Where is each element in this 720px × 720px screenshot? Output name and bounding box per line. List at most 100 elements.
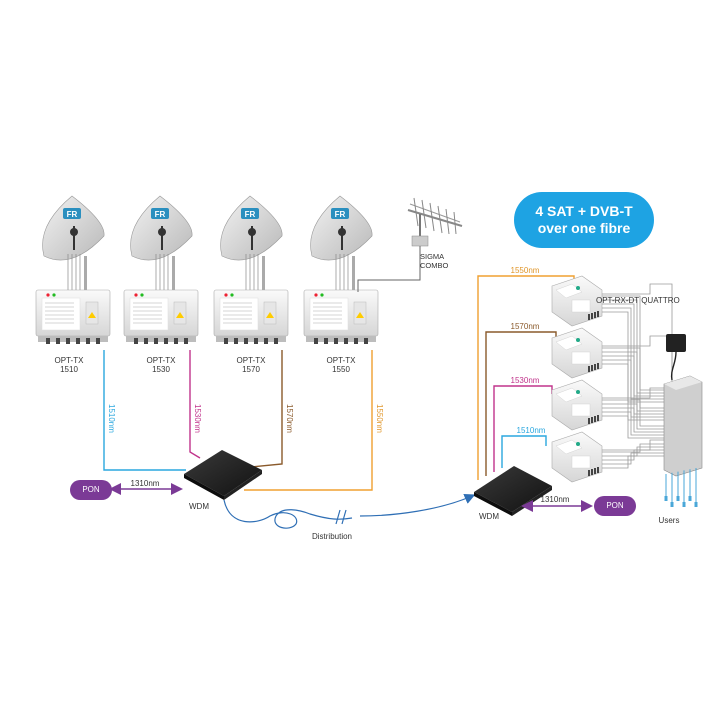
led-icon (576, 286, 580, 290)
lnb-icon (158, 228, 166, 236)
port-icon (597, 415, 599, 421)
wdm-left-label: WDM (189, 502, 209, 511)
port-icon (154, 338, 158, 344)
port-icon (597, 467, 599, 473)
port-icon (324, 338, 328, 344)
led-icon (576, 442, 580, 446)
user-connector-icon (694, 502, 698, 507)
rx-wavelength-1530: 1530nm (510, 376, 540, 385)
transmitter-unit: FR (213, 195, 289, 344)
multiswitch (602, 283, 703, 507)
receivers (551, 275, 603, 483)
port-icon (588, 470, 590, 476)
receiver-label: OPT-RX-DT QUATTRO (596, 296, 680, 305)
port-icon (597, 363, 599, 369)
receiver-unit (551, 327, 603, 379)
port-icon (274, 338, 278, 344)
dish-logo (241, 208, 259, 219)
port-icon (334, 338, 338, 344)
terrestrial-antenna (357, 197, 463, 292)
led-icon (46, 293, 50, 297)
rx-wavelength-1550: 1550nm (510, 266, 540, 275)
led-icon (52, 293, 56, 297)
receiver-label-panel (571, 299, 591, 313)
port-icon (591, 313, 593, 319)
led-icon (576, 338, 580, 342)
dish-logo-text: FR (335, 210, 346, 219)
receiver-unit (551, 431, 603, 483)
led-icon (230, 293, 234, 297)
port-icon (66, 338, 70, 344)
port-icon (588, 314, 590, 320)
port-icon (134, 338, 138, 344)
user-connector-icon (682, 502, 686, 507)
port-icon (344, 338, 348, 344)
dish-logo-text: FR (67, 210, 78, 219)
port-icon (254, 338, 258, 344)
headline-badge: 4 SAT + DVB-T over one fibre (514, 192, 654, 248)
dish-logo-text: FR (245, 210, 256, 219)
led-icon (576, 390, 580, 394)
port-icon (588, 366, 590, 372)
transmitter-unit: FR (35, 195, 111, 344)
pon-right: PON (594, 496, 636, 516)
users-label: Users (658, 516, 680, 525)
pon-right-wavelength: 1310nm (540, 495, 570, 504)
warning-icon (266, 312, 274, 318)
port-icon (364, 338, 368, 344)
port-icon (224, 338, 228, 344)
fibre-label-1550: 1550nm (375, 404, 384, 433)
distribution-fibre (223, 493, 476, 529)
port-icon (594, 364, 596, 370)
pon-left-wavelength: 1310nm (130, 479, 160, 488)
led-icon (140, 293, 144, 297)
port-icon (144, 338, 148, 344)
port-icon (591, 469, 593, 475)
transmitter-unit: FR (123, 195, 199, 344)
port-icon (597, 311, 599, 317)
port-icon (591, 417, 593, 423)
port-icon (76, 338, 80, 344)
led-icon (320, 293, 324, 297)
user-connector-icon (688, 496, 692, 501)
port-icon (86, 338, 90, 344)
dish-logo (151, 208, 169, 219)
port-icon (594, 468, 596, 474)
port-icon (594, 416, 596, 422)
rx-wavelength-1570: 1570nm (510, 322, 540, 331)
port-icon (174, 338, 178, 344)
warning-icon (356, 312, 364, 318)
rx-wavelength-1510: 1510nm (516, 426, 546, 435)
antenna-label: SIGMA COMBO (420, 252, 449, 270)
headline-line1: 4 SAT + DVB-T (535, 203, 633, 219)
port-icon (354, 338, 358, 344)
led-icon (314, 293, 318, 297)
warning-icon (176, 312, 184, 318)
port-icon (164, 338, 168, 344)
lnb-icon (338, 228, 346, 236)
receiver-label-panel (571, 455, 591, 469)
distribution-label: Distribution (311, 532, 352, 541)
user-connector-icon (676, 496, 680, 501)
fibre-label-1570: 1570nm (285, 404, 294, 433)
port-icon (591, 365, 593, 371)
wdm-right-label: WDM (479, 512, 499, 521)
port-icon (184, 338, 188, 344)
dish-logo (63, 208, 81, 219)
transmitter-group: FR FR FR FR (35, 195, 379, 344)
port-icon (244, 338, 248, 344)
fibre-label-1510: 1510nm (107, 404, 116, 433)
lnb-icon (70, 228, 78, 236)
port-icon (314, 338, 318, 344)
user-connector-icon (664, 496, 668, 501)
receiver-label-panel (571, 403, 591, 417)
led-icon (224, 293, 228, 297)
receiver-unit (551, 275, 603, 327)
warning-icon (88, 312, 96, 318)
headline-line2: over one fibre (537, 220, 631, 236)
